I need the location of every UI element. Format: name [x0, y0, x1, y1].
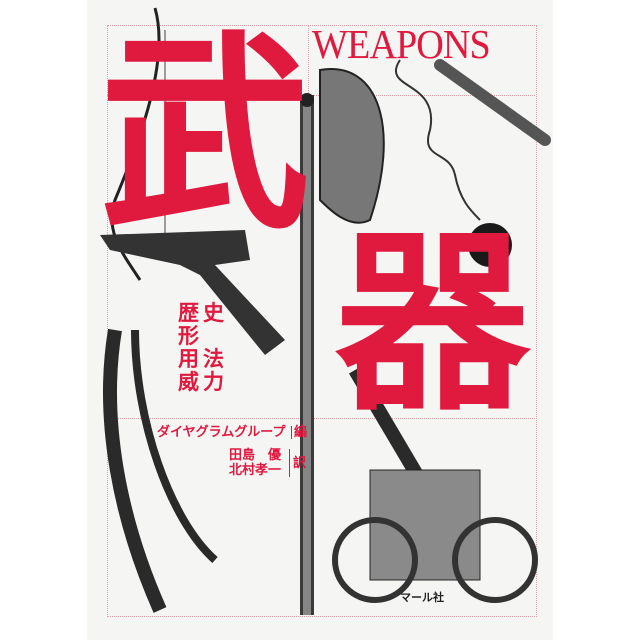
author: ダイヤグラムグループ [157, 425, 286, 440]
subtitle-char: 歴 [178, 300, 199, 325]
grid-frame [107, 25, 537, 617]
grid-line [107, 418, 535, 419]
subtitle-char: 法 [203, 346, 224, 371]
translator: 北村孝一 [229, 463, 282, 478]
battle-axe-icon [319, 68, 385, 224]
pistol-icon [100, 230, 285, 355]
field-gun-barrel-icon [348, 366, 427, 484]
title-english: WEAPONS [312, 21, 491, 67]
field-gun-icon [369, 469, 481, 581]
flail-icon [394, 59, 481, 221]
publisher: マール社 [400, 591, 444, 604]
wheel-icon [452, 517, 538, 603]
title-kanji-bu: 武 [100, 11, 311, 258]
subtitle-char: 用 [178, 346, 199, 371]
wheel-icon [332, 517, 418, 603]
sabre-icon [103, 328, 167, 613]
translator-role: 訳 [289, 449, 306, 477]
title-kanji-ki: 器 [335, 208, 530, 437]
author-role: 編 [291, 426, 307, 439]
subtitle-char: 史 [203, 300, 224, 325]
subtitle-char: 形 [178, 323, 199, 348]
subtitle-char: 力 [203, 369, 224, 394]
translator: 田島 優 [229, 448, 282, 463]
subtitle-char: 威 [178, 369, 199, 394]
flail-ball-icon [468, 223, 512, 267]
